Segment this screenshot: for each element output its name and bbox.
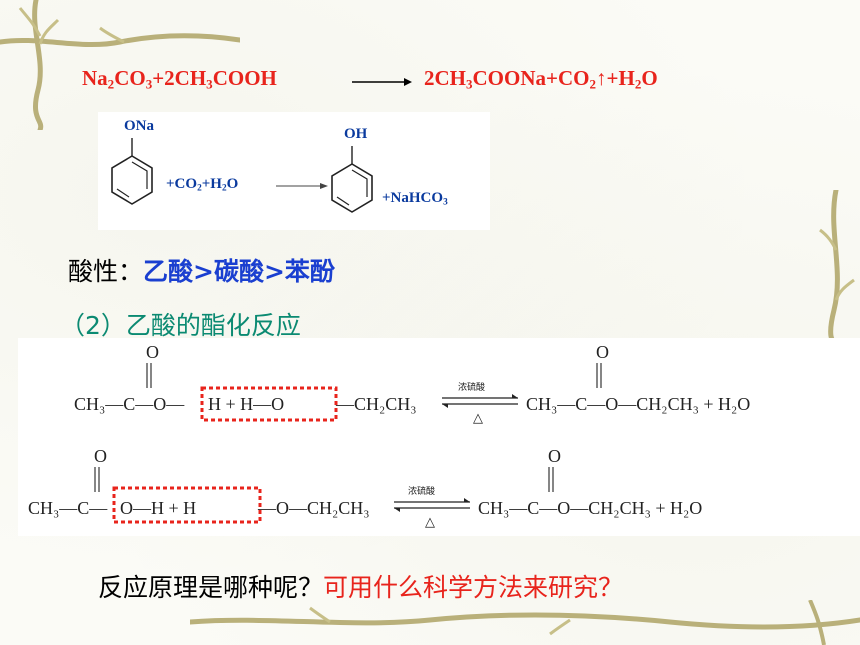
r2-highlight-box <box>112 486 262 524</box>
r2-box-text: O—H + H <box>120 498 196 518</box>
benzene-rings <box>111 138 373 213</box>
r2-heat: △ <box>425 515 435 530</box>
equation1-products: 2CH3COONa+CO2↑+H2O <box>424 66 658 92</box>
acidity-order-value: 乙酸>碳酸>苯酚 <box>143 257 335 286</box>
research-question: 反应原理是哪种呢？可用什么科学方法来研究？ <box>98 568 623 604</box>
r1-highlight-box <box>200 386 338 422</box>
section-heading-esterification: （2）乙酸的酯化反应 <box>60 311 301 340</box>
carbonyl-oxygen-1: O <box>146 342 159 362</box>
equation1-reactants: Na2CO3+2CH3COOH <box>82 66 277 92</box>
r1-catalyst: 浓硫酸 <box>458 381 485 393</box>
acidity-label: 酸性： <box>68 257 144 286</box>
carbonyl-oxygen-1b: O <box>596 342 609 362</box>
acidity-order: 酸性：乙酸>碳酸>苯酚 <box>68 252 335 288</box>
esterification-reactions-panel: O CH₃—C—O— H + H—O —CH₂CH₃ 浓硫酸 △ O CH₃—C… <box>18 338 860 536</box>
r2-right: CH₃—C—O—CH₂CH₃ + H₂O <box>478 498 702 518</box>
phenoxide-reaction-diagram: ONa +CO2+H2O OH +NaHCO3 <box>98 112 490 230</box>
r1-right: CH₃—C—O—CH₂CH₃ + H₂O <box>526 394 750 414</box>
reaction-arrow <box>352 78 412 86</box>
carbonyl-oxygen-2b: O <box>548 446 561 466</box>
vine-bottom-decoration <box>190 600 860 645</box>
reactant-group-label: ONa <box>124 118 154 134</box>
vine-right-decoration <box>800 190 860 350</box>
esterification-diagram: O CH₃—C—O— H + H—O —CH₂CH₃ 浓硫酸 △ O CH₃—C… <box>28 342 750 530</box>
r2-left-a: CH₃—C— <box>28 498 108 518</box>
r1-left-b: —CH₂CH₃ <box>335 394 417 414</box>
question-part2: 可用什么科学方法来研究？ <box>323 573 624 602</box>
r2-left-b: —O—CH₂CH₃ <box>257 498 370 518</box>
byproduct-label: +NaHCO3 <box>382 190 448 208</box>
r1-left-a: CH₃—C—O— <box>74 394 185 414</box>
vine-top-left-decoration <box>0 0 240 130</box>
product-group-label: OH <box>344 126 368 142</box>
carbonyl-oxygen-2: O <box>94 446 107 466</box>
r1-heat: △ <box>473 411 483 426</box>
reagents-label: +CO2+H2O <box>166 176 239 194</box>
question-part1: 反应原理是哪种呢？ <box>98 573 324 602</box>
equation-sodium-carbonate-acetic-acid: Na2CO3+2CH3COOH 2CH3COONa+CO2↑+H2O <box>82 66 762 100</box>
r2-catalyst: 浓硫酸 <box>408 485 435 497</box>
r1-box-text: H + H—O <box>208 394 284 414</box>
